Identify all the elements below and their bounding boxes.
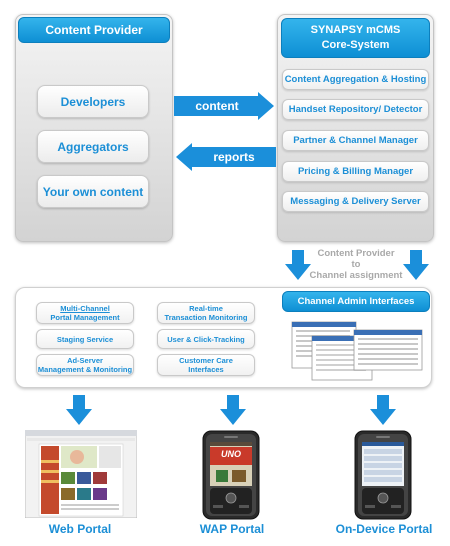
core-item-handset: Handset Repository/ Detector xyxy=(282,99,429,120)
core-system-panel: SYNAPSY mCMS Core-System Content Aggrega… xyxy=(277,14,434,242)
admin-customer-care-line1: Customer Care xyxy=(179,356,233,365)
admin-staging: Staging Service xyxy=(36,329,134,349)
admin-adserver-line1: Ad-Server xyxy=(67,356,103,365)
core-item-aggregation-label: Content Aggregation & Hosting xyxy=(284,74,427,85)
assignment-line1: Content Provider xyxy=(317,248,395,259)
developers-label: Developers xyxy=(60,94,126,109)
channel-admin-header: Channel Admin Interfaces xyxy=(282,291,430,312)
core-item-messaging: Messaging & Delivery Server xyxy=(282,191,429,212)
core-item-aggregation: Content Aggregation & Hosting xyxy=(282,69,429,90)
reports-arrow-label: reports xyxy=(213,150,255,164)
admin-customer-care-line2: Interfaces xyxy=(188,365,224,374)
core-item-partner: Partner & Channel Manager xyxy=(282,130,429,151)
content-arrow-label: content xyxy=(195,99,239,113)
channel-admin-title: Channel Admin Interfaces xyxy=(297,296,415,307)
admin-adserver: Ad-Server Management & Monitoring xyxy=(36,354,134,376)
channel-admin-panel: Multi-Channel Portal Management Staging … xyxy=(15,287,432,388)
down-arrow-right-icon xyxy=(403,250,429,280)
own-content-box: Your own content xyxy=(37,175,149,208)
core-item-pricing: Pricing & Billing Manager xyxy=(282,161,429,182)
admin-multichannel-line2: Portal Management xyxy=(50,313,120,322)
content-arrow-icon xyxy=(174,92,274,120)
own-content-label: Your own content xyxy=(42,184,144,199)
developers-box: Developers xyxy=(37,85,149,118)
admin-realtime: Real-time Transaction Monitoring xyxy=(157,302,255,324)
core-system-title-line1: SYNAPSY mCMS xyxy=(310,24,401,36)
admin-multichannel: Multi-Channel Portal Management xyxy=(36,302,134,324)
wap-phone-image xyxy=(202,430,260,520)
wap-screen-logo: UNO xyxy=(221,449,241,459)
wap-portal-label: WAP Portal xyxy=(199,522,265,536)
aggregators-label: Aggregators xyxy=(57,139,129,154)
core-system-title-line2: Core-System xyxy=(321,39,390,51)
admin-realtime-line2: Transaction Monitoring xyxy=(164,313,248,322)
device-phone-image xyxy=(354,430,412,520)
content-provider-title: Content Provider xyxy=(45,23,143,37)
aggregators-box: Aggregators xyxy=(37,130,149,163)
down-arrow-device-icon xyxy=(370,395,396,425)
assignment-line2: to xyxy=(351,259,361,270)
web-portal-label: Web Portal xyxy=(48,522,112,536)
assignment-text: Content Provider to Channel assignment xyxy=(308,248,404,281)
web-portal-image xyxy=(25,430,137,518)
admin-multichannel-line1: Multi-Channel xyxy=(60,304,110,313)
core-item-messaging-label: Messaging & Delivery Server xyxy=(290,196,421,207)
admin-customer-care: Customer Care Interfaces xyxy=(157,354,255,376)
content-provider-header: Content Provider xyxy=(18,17,170,43)
admin-screenshots-image xyxy=(291,321,423,381)
core-item-partner-label: Partner & Channel Manager xyxy=(293,135,418,146)
down-arrow-web-icon xyxy=(66,395,92,425)
admin-realtime-line1: Real-time xyxy=(189,304,223,313)
core-item-handset-label: Handset Repository/ Detector xyxy=(288,104,423,115)
down-arrow-left-icon xyxy=(285,250,311,280)
admin-tracking: User & Click-Tracking xyxy=(157,329,255,349)
down-arrow-wap-icon xyxy=(220,395,246,425)
admin-staging-label: Staging Service xyxy=(56,334,114,344)
core-system-header: SYNAPSY mCMS Core-System xyxy=(281,18,430,58)
reports-arrow-icon xyxy=(176,143,276,171)
content-provider-panel: Content Provider Developers Aggregators … xyxy=(15,14,173,242)
admin-tracking-label: User & Click-Tracking xyxy=(167,334,245,344)
admin-adserver-line2: Management & Monitoring xyxy=(37,365,133,374)
core-item-pricing-label: Pricing & Billing Manager xyxy=(297,166,414,177)
on-device-portal-label: On-Device Portal xyxy=(335,522,433,536)
assignment-line3: Channel assignment xyxy=(309,270,403,281)
